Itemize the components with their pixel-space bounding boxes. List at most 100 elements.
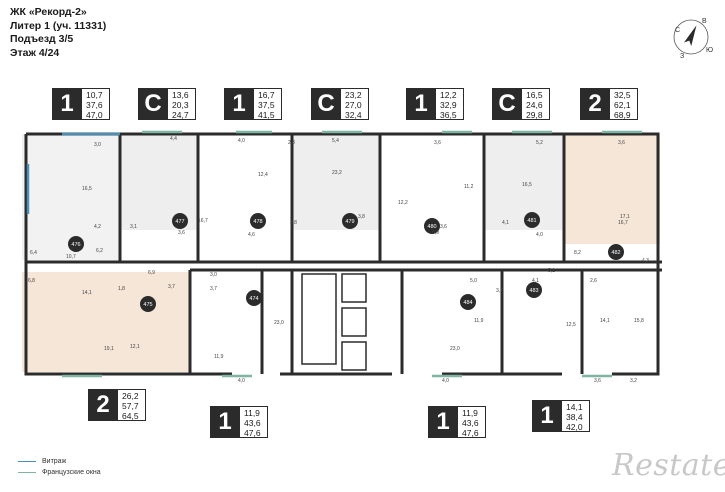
room-area-label: 4,6: [248, 232, 255, 238]
unit-number: 479: [345, 219, 354, 225]
plan-header: ЖК «Рекорд-2» Литер 1 (уч. 11331) Подъез…: [10, 6, 106, 60]
room-area-label: 6,8: [28, 278, 35, 284]
apartment-type: 1: [428, 406, 458, 438]
apartment-type: С: [311, 88, 341, 120]
room-area-label: 3,8: [290, 220, 297, 226]
vitrazh-glazing: [26, 132, 120, 214]
unit-badge: [608, 244, 624, 260]
room-area-label: 3,6: [594, 378, 601, 384]
unit-badge: [246, 290, 262, 306]
liter-label: Литер 1 (уч. 11331): [10, 19, 107, 32]
room-area-label: 3,7: [168, 284, 175, 290]
room-area-label: 16,7: [618, 220, 628, 226]
room-area-label: 3,7: [210, 286, 217, 292]
vitrazh-line-icon: [18, 461, 36, 462]
unit-number: 477: [175, 219, 184, 225]
room-area-label: 8,2: [574, 250, 581, 256]
unit-number: 482: [611, 250, 620, 256]
apartment-type: 1: [224, 88, 254, 120]
apartment-type: 1: [52, 88, 82, 120]
room-area-label: 5,1: [548, 268, 555, 274]
room-area-label: 6,2: [96, 248, 103, 254]
compass-icon: С В Ю З: [673, 18, 713, 60]
room-area-label: 4,1: [532, 278, 539, 284]
apartment-type: 1: [532, 400, 562, 432]
room-area-label: 16,7: [198, 218, 208, 224]
studio-fill: [484, 134, 564, 230]
apartment-fills: [22, 134, 660, 372]
studio-fill: [292, 134, 380, 230]
room-area-label: 3,6: [440, 224, 447, 230]
unit-number: 478: [253, 219, 262, 225]
room-area-label: 17,1: [620, 214, 630, 220]
room-area-label: 5,2: [536, 140, 543, 146]
room-area-label: 4,0: [238, 138, 245, 144]
room-area-label: 3,7: [496, 288, 503, 294]
floor-label: Этаж 4/24: [10, 46, 60, 59]
room-area-label: 4,0: [536, 232, 543, 238]
legend-item-vitrazh: Витраж: [18, 456, 101, 467]
room-area-label: 5,0: [470, 278, 477, 284]
elevator-shaft: [341, 307, 367, 337]
compass-east: В: [702, 18, 707, 25]
room-area-label: 3,2: [630, 378, 637, 384]
room-area-label: 23,0: [450, 346, 460, 352]
studio-fill: [120, 134, 198, 230]
unit-badge: [250, 213, 266, 229]
unit-badge: [460, 294, 476, 310]
room-area-label: 3,0: [94, 142, 101, 148]
room-area-label: 14,1: [82, 290, 92, 296]
room-area-label: 6,4: [30, 250, 37, 256]
room-area-label: 19,1: [104, 346, 114, 352]
room-area-label: 4,4: [170, 136, 177, 142]
french-window-line-icon: [18, 472, 36, 473]
room-area-label: 3,6: [178, 230, 185, 236]
apartment-type: С: [492, 88, 522, 120]
room-area-label: 10,7: [66, 254, 76, 260]
room-area-label: 6,9: [148, 270, 155, 276]
room-area-label: 4,0: [238, 378, 245, 384]
room-area-label: 5,9: [432, 230, 439, 236]
room-area-label: 12,2: [398, 200, 408, 206]
room-area-label: 3,8: [358, 214, 365, 220]
room-area-label: 16,5: [82, 186, 92, 192]
room-area-label: 4,0: [442, 378, 449, 384]
corridor-wall: [26, 260, 662, 374]
walls: [24, 132, 662, 376]
unit-number: 475: [143, 302, 152, 308]
room-area-label: 3,0: [210, 272, 217, 278]
room-area-label: 4,2: [94, 224, 101, 230]
apartment-type: С: [138, 88, 168, 120]
unit-badge: [68, 236, 84, 252]
room-area-label: 3,1: [130, 224, 137, 230]
room-area-label: 3,6: [434, 140, 441, 146]
unit-badge: [140, 296, 156, 312]
room-area-label: 1,8: [118, 286, 125, 292]
unit-badge: [172, 213, 188, 229]
elevator-shaft: [341, 341, 367, 371]
room-area-label: 14,1: [600, 318, 610, 324]
room-area-label: 11,9: [474, 318, 484, 324]
unit-badge: [424, 218, 440, 234]
room-area-label: 3,6: [618, 140, 625, 146]
unit-number: 484: [463, 300, 472, 306]
room-area-label: 4,3: [642, 258, 649, 264]
